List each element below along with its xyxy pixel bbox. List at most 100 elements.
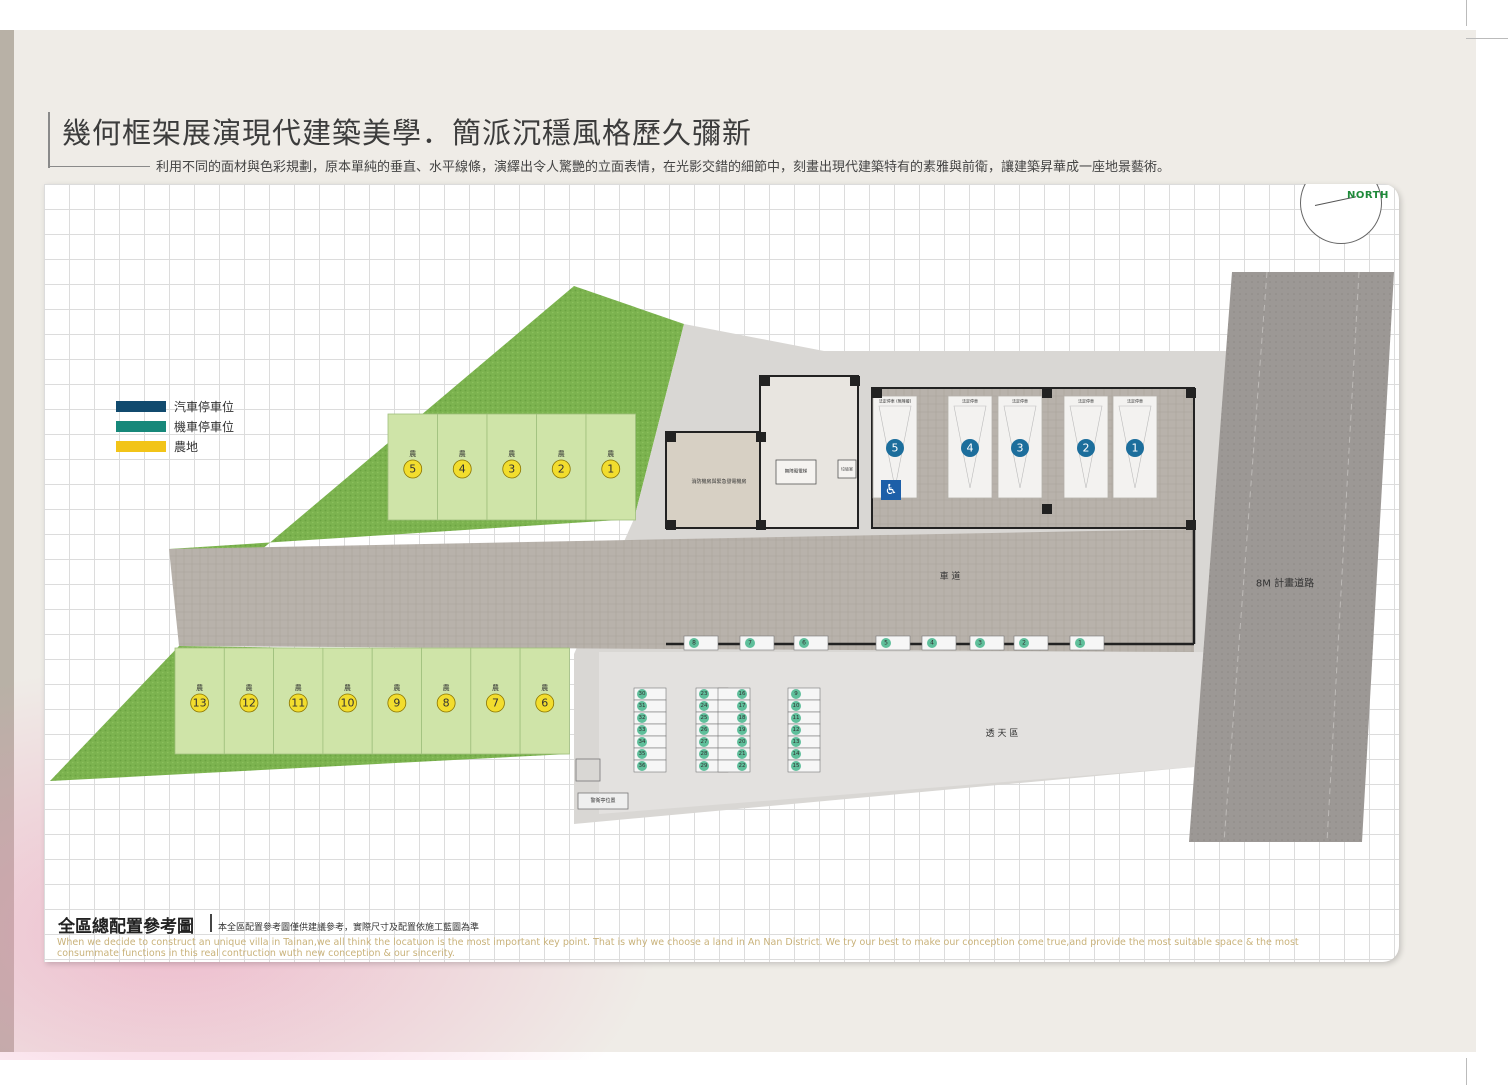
farm-plot-number: 11 (291, 697, 305, 710)
moto-slot-number: 11 (793, 715, 800, 721)
open-area (599, 652, 1226, 814)
moto-slot-marker (737, 701, 747, 711)
farm-plot-char: 農 (245, 683, 252, 692)
mech-room-label: 消防機房與緊急發電機房 (691, 478, 746, 485)
driveway-band (169, 529, 1194, 652)
farm-plot-number: 12 (242, 697, 256, 710)
structural-pillar (666, 520, 676, 530)
accessible-parking-icon: ♿ (881, 480, 901, 500)
mech-room (665, 431, 773, 529)
moto-slot-number: 15 (793, 763, 800, 769)
moto-slot: 31 (633, 699, 667, 713)
moto-slot-number: 20 (739, 739, 746, 745)
farm-plot-char: 農 (196, 683, 203, 692)
moto-slot-marker (699, 689, 709, 699)
moto-slot-number: 1 (1078, 640, 1082, 647)
moto-slot: 18 (717, 711, 751, 725)
moto-slot-marker (881, 638, 891, 648)
plan-caption-title: 全區總配置參考圖 (58, 917, 194, 937)
structural-pillar (872, 388, 882, 398)
moto-slot-marker (737, 725, 747, 735)
farm-plot-marker (601, 459, 621, 479)
moto-slot-marker (975, 638, 985, 648)
farm-plot-char: 農 (459, 449, 466, 458)
car-slot-number: 4 (967, 442, 974, 455)
moto-slot-marker (1019, 638, 1029, 648)
moto-slot-marker (1075, 638, 1085, 648)
moto-slot-number: 19 (739, 727, 746, 733)
moto-slot-marker (637, 761, 647, 771)
moto-slot-marker (791, 749, 801, 759)
legend-label-farmland: 農地 (174, 439, 199, 454)
page-subtitle: 利用不同的面材與色彩規劃，原本單純的垂直、水平線條，演繹出令人驚艷的立面表情，在… (156, 160, 1171, 175)
moto-slot: 5 (875, 635, 911, 651)
car-slot: 法定停車 4 (947, 395, 993, 499)
farm-plot-char: 農 (409, 449, 416, 458)
caption-separator (210, 914, 212, 932)
moto-slot-number: 2 (1022, 640, 1026, 647)
moto-slot: 2 (1013, 635, 1049, 651)
moto-slot-number: 13 (793, 739, 800, 745)
car-slot-label: 法定停車 (962, 398, 978, 404)
planned-road (1189, 272, 1394, 842)
legend-label-car: 汽車停車位 (174, 399, 235, 414)
farm-plot-marker (387, 693, 407, 713)
moto-slot-marker (699, 761, 709, 771)
legend-swatch-farmland (116, 440, 166, 452)
structural-pillar (756, 432, 766, 442)
moto-slot-number: 8 (692, 640, 696, 647)
farm-plot-area (421, 647, 472, 755)
crop-mark (1466, 0, 1467, 26)
car-slot-marker (886, 439, 904, 457)
moto-slot: 17 (717, 699, 751, 713)
page-title: 幾何框架展演現代建築美學．簡派沉穩風格歷久彌新 (62, 116, 753, 150)
farm-plot-char: 農 (607, 449, 614, 458)
moto-slot-number: 16 (739, 691, 746, 697)
moto-slot-marker (799, 638, 809, 648)
small-room (837, 459, 857, 479)
crop-mark (1466, 38, 1508, 39)
moto-slot: 36 (633, 759, 667, 773)
structural-pillar (1186, 388, 1196, 398)
moto-slot-number: 3 (978, 640, 982, 647)
farm-plot-marker (486, 693, 505, 713)
moto-slot-marker (737, 761, 747, 771)
legend-label-motorcycle: 機車停車位 (174, 419, 235, 434)
structural-pillar (1042, 388, 1052, 398)
farm-plot-number: 6 (541, 697, 548, 710)
moto-slot-marker (791, 713, 801, 723)
structural-pillar (666, 432, 676, 442)
plan-caption-english: When we decide to construct an unique vi… (57, 937, 1299, 959)
legend-swatch-car (116, 400, 166, 412)
farm-plot-marker (452, 459, 472, 479)
car-slot-marker (1077, 439, 1095, 457)
car-slot-label: 法定停車 (1078, 398, 1094, 404)
moto-slot-marker (737, 713, 747, 723)
moto-slot: 6 (793, 635, 829, 651)
car-slot-label: 法定停車 (1127, 398, 1143, 404)
legend-swatch-motorcycle (116, 420, 166, 432)
moto-slot-marker (637, 737, 647, 747)
moto-slot-number: 26 (701, 727, 708, 733)
farm-plot-char: 農 (295, 683, 302, 692)
moto-slot-number: 5 (884, 640, 888, 647)
guard-booth-label: 警衛亭位置 (590, 797, 615, 804)
farm-plot-marker (239, 693, 259, 713)
moto-slot: 22 (717, 759, 751, 773)
moto-slot-marker (637, 713, 647, 723)
elevator-label: 無障礙電梯 (785, 468, 808, 475)
farm-plot-marker (502, 459, 522, 479)
moto-slot-number: 25 (701, 715, 708, 721)
moto-slot-number: 7 (748, 640, 752, 647)
moto-slot-number: 33 (639, 727, 646, 733)
moto-slot-number: 28 (701, 751, 708, 757)
core-block (759, 375, 859, 529)
car-slot-marker (961, 439, 979, 457)
moto-slot: 4 (921, 635, 957, 651)
moto-slot-number: 30 (639, 691, 646, 697)
small-room-label: 垃圾室 (841, 466, 853, 472)
moto-slot-marker (737, 689, 747, 699)
